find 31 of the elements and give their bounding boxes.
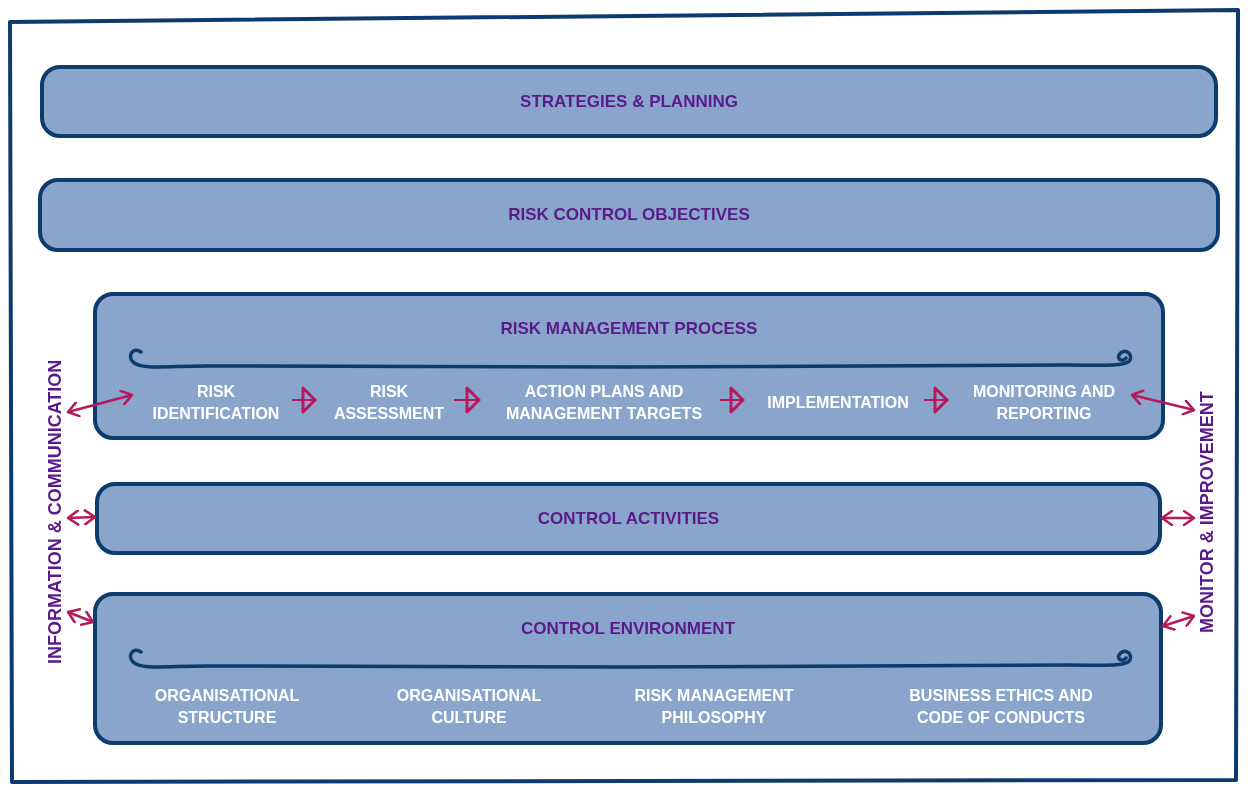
step-label: RISK IDENTIFICATION	[136, 380, 296, 426]
band-heading: STRATEGIES & PLANNING	[519, 90, 739, 113]
step-arrow	[719, 386, 745, 414]
double-arrow	[1160, 509, 1196, 527]
step-label: IMPLEMENTATION	[748, 380, 928, 426]
band-heading: CONTROL ENVIRONMENT	[519, 618, 737, 640]
step-label: RISK MANAGEMENT PHILOSOPHY	[610, 684, 818, 730]
step-label: ACTION PLANS AND MANAGEMENT TARGETS	[484, 380, 724, 426]
step-label: BUSINESS ETHICS AND CODE OF CONDUCTS	[884, 684, 1118, 730]
step-arrow	[291, 386, 317, 414]
double-arrow	[66, 509, 97, 526]
step-label: ORGANISATIONAL CULTURE	[372, 684, 566, 730]
step-arrow	[453, 386, 481, 414]
step-arrow	[923, 386, 949, 414]
band-heading: RISK MANAGEMENT PROCESS	[499, 318, 759, 340]
step-label: ORGANISATIONAL STRUCTURE	[132, 684, 322, 730]
double-arrow	[66, 389, 134, 418]
double-arrow	[1130, 389, 1196, 416]
process-band	[93, 292, 1165, 440]
process-band	[40, 65, 1218, 138]
band-heading: RISK CONTROL OBJECTIVES	[507, 204, 751, 227]
process-band	[95, 482, 1162, 555]
process-band	[93, 592, 1163, 745]
band-heading: CONTROL ACTIVITIES	[536, 507, 721, 530]
side-label: INFORMATION & COMMUNICATION	[42, 338, 68, 686]
double-arrow	[66, 607, 95, 627]
double-arrow	[1161, 611, 1196, 631]
step-label: MONITORING AND REPORTING	[952, 380, 1136, 426]
side-label: MONITOR & IMPROVEMENT	[1194, 374, 1220, 650]
step-label: RISK ASSESSMENT	[320, 380, 458, 426]
process-band	[38, 178, 1220, 252]
